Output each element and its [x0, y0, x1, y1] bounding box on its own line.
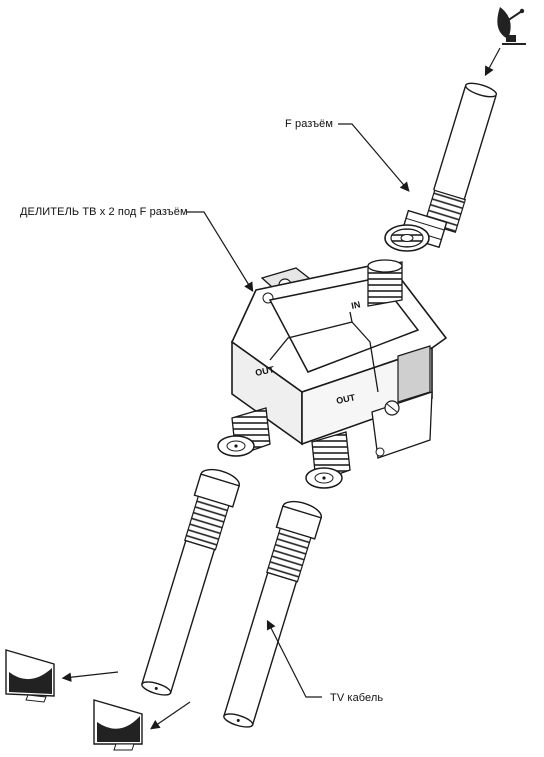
tv-cable-leader: [266, 619, 322, 698]
tv-left-arrow: [61, 671, 119, 682]
f-connector-top: [384, 209, 448, 252]
port-in-label: IN: [350, 299, 361, 311]
port-out-left-label: OUT: [254, 364, 275, 378]
tv-monitor-icon: [93, 699, 143, 751]
f-connector-label: F разъём: [285, 118, 334, 130]
incoming-cable: [424, 82, 498, 233]
port-in: [367, 259, 403, 307]
splitter-label: ДЕЛИТЕЛЬ ТВ х 2 под F разъём: [20, 206, 188, 218]
port-out-left: [217, 407, 271, 457]
tv-right-arrow: [150, 701, 191, 730]
signal-arrow: [484, 47, 501, 77]
port-out-right-label: OUT: [335, 392, 356, 406]
splitter-leader: [186, 211, 254, 293]
port-out-right: [305, 431, 351, 489]
tv-cable-label: TV кабель: [330, 692, 384, 704]
satellite-dish-icon: [497, 7, 526, 45]
tv-monitor-icon: [5, 649, 55, 703]
f-connector-leader: [338, 123, 410, 192]
output-cable-right: [223, 500, 323, 728]
output-cable-left: [141, 468, 241, 696]
tv-splitter: [230, 259, 448, 459]
